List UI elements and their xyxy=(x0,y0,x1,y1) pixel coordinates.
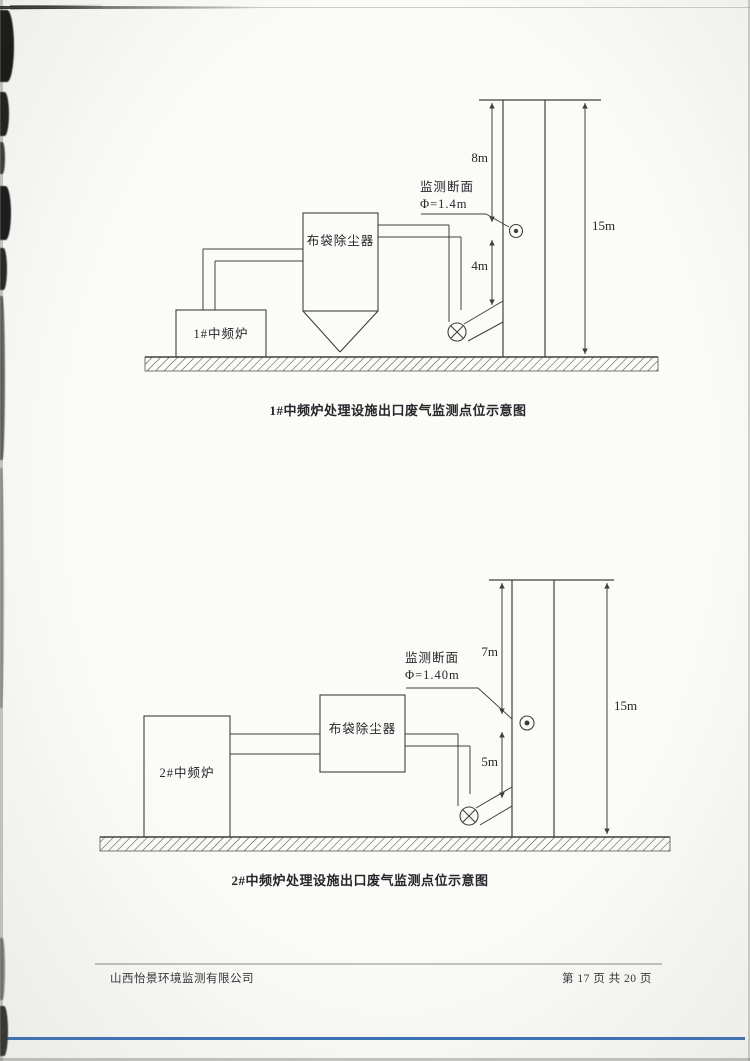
diagram1-ground xyxy=(144,356,659,372)
footer-page-info: 第 17 页 共 20 页 xyxy=(562,973,652,985)
diagram2-monitoring-point-icon xyxy=(519,715,535,731)
diagram1-fan-icon xyxy=(447,322,467,342)
diagram1-dim-total: 15m xyxy=(592,218,616,233)
diagram2-furnace-shape xyxy=(143,715,231,838)
diagram1-section-leader xyxy=(421,213,510,228)
diagram1-dimension-lines xyxy=(489,103,588,354)
diagram1-furnace-shape xyxy=(175,309,267,358)
diagram1-section-label-line1: 监测断面 xyxy=(420,180,475,194)
diagram1-furnace-label: 1#中频炉 xyxy=(193,327,249,341)
diagram2-stack xyxy=(489,579,614,837)
diagram2-dim-lower: 5m xyxy=(481,754,498,769)
diagram2-dimension-lines xyxy=(499,583,610,834)
diagram1-section-label: 监测断面 Φ=1.4m xyxy=(420,179,500,213)
diagram2-dim-total: 15m xyxy=(614,698,638,713)
diagram2-section-label-line2: Φ=1.40m xyxy=(405,668,460,682)
diagram2-ducts xyxy=(230,733,513,826)
diagram2-caption: 2#中频炉处理设施出口废气监测点位示意图 xyxy=(231,873,489,888)
footer-company: 山西怡景环境监测有限公司 xyxy=(110,973,254,985)
bottom-blue-rule xyxy=(5,1037,745,1040)
diagram2-furnace-label: 2#中频炉 xyxy=(159,766,215,780)
diagram1-dim-lower: 4m xyxy=(471,258,488,273)
diagram2-section-leader xyxy=(406,687,513,720)
diagram1-dim-upper: 8m xyxy=(471,150,488,165)
diagram2-section-label-line1: 监测断面 xyxy=(405,651,460,665)
diagram2-fan-icon xyxy=(459,806,479,826)
diagram1-dust-collector-label: 布袋除尘器 xyxy=(306,234,375,248)
diagram1-stack xyxy=(479,99,601,357)
diagram1-caption: 1#中频炉处理设施出口废气监测点位示意图 xyxy=(269,403,527,418)
diagram2-section-label: 监测断面 Φ=1.40m xyxy=(405,650,490,684)
diagram2-dim-upper: 7m xyxy=(481,644,498,659)
diagram1-dust-collector-shape xyxy=(302,212,379,353)
diagram1-ducts xyxy=(202,224,504,342)
diagram2-ground xyxy=(99,836,671,852)
diagram1-monitoring-point-icon xyxy=(508,223,524,239)
diagram2-dust-collector-label: 布袋除尘器 xyxy=(328,722,397,736)
diagram1-section-label-line2: Φ=1.4m xyxy=(420,197,468,211)
